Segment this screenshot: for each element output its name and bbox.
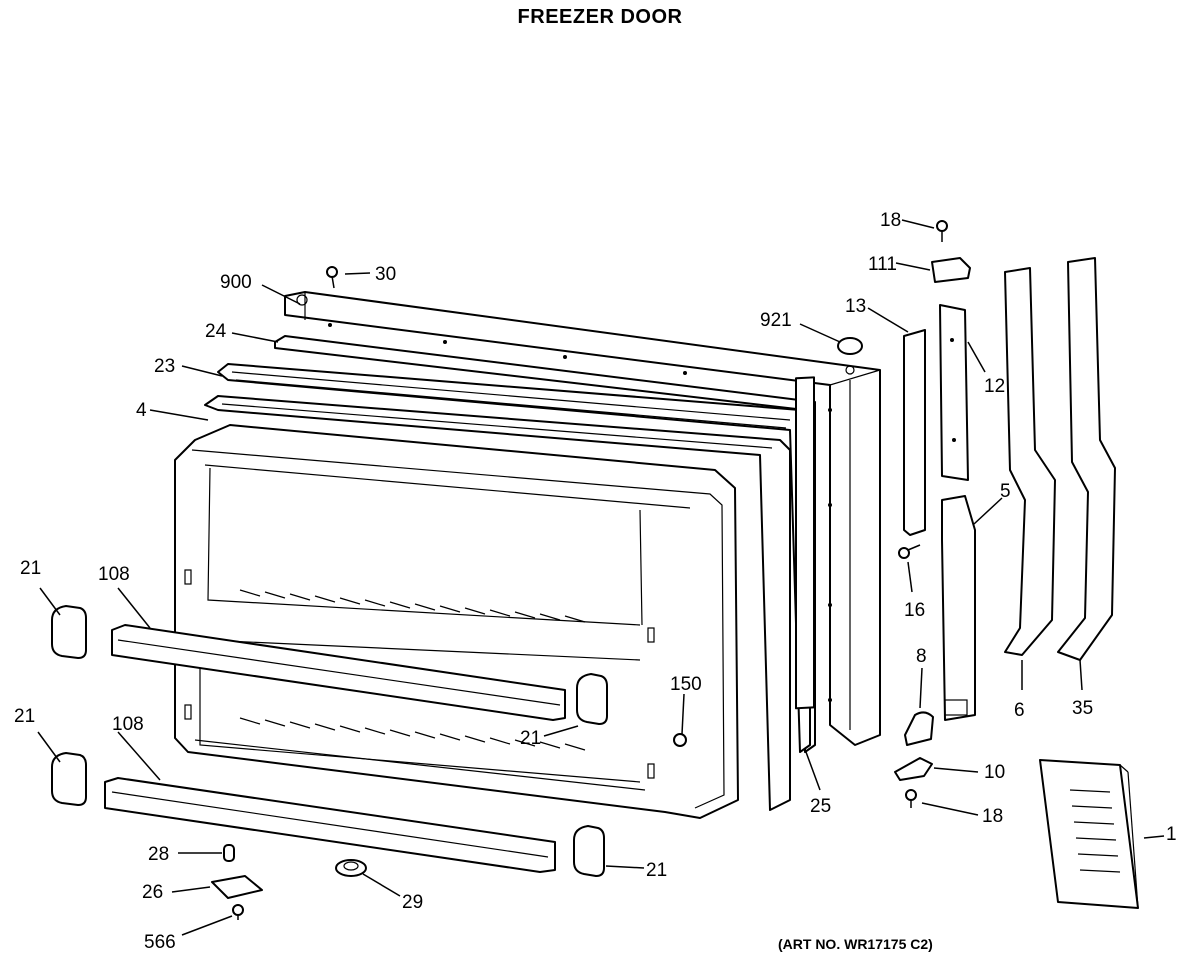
callout-900: 900 (220, 272, 252, 293)
callout-150: 150 (670, 674, 702, 695)
screw-566 (232, 904, 244, 920)
hinge-plate-26 (211, 875, 263, 899)
callout-labels: 18 111 30 900 921 13 12 24 23 4 5 21 108… (14, 210, 1177, 953)
hinge-cover-35 (1057, 257, 1116, 661)
callout-23: 23 (154, 356, 175, 377)
outer-door-panel (284, 291, 881, 746)
bracket-10 (894, 757, 933, 781)
callout-18-top: 18 (880, 210, 901, 231)
door-gasket (204, 335, 816, 811)
hinge-6 (1004, 267, 1056, 656)
screw-16 (898, 544, 921, 559)
callout-111: 111 (868, 254, 897, 275)
callout-21-middle: 21 (520, 728, 541, 749)
leader-lines (37, 219, 1165, 936)
callout-13: 13 (845, 296, 866, 317)
callout-24: 24 (205, 321, 227, 342)
callout-1: 1 (1166, 824, 1177, 845)
callout-6: 6 (1014, 700, 1025, 721)
diagram-title: FREEZER DOOR (517, 6, 683, 28)
callout-10: 10 (984, 762, 1005, 783)
shelf-bar-lower (104, 777, 556, 873)
door-liner (174, 424, 739, 819)
cap-111 (931, 257, 971, 283)
callout-25: 25 (810, 796, 831, 817)
art-number: (ART NO. WR17175 C2) (778, 936, 933, 952)
callout-566: 566 (144, 932, 176, 953)
clip-8 (904, 711, 934, 746)
callout-28: 28 (148, 844, 169, 865)
screw-18-top (936, 220, 948, 242)
callout-921: 921 (760, 310, 792, 331)
bracket-5 (941, 495, 976, 721)
callout-12: 12 (984, 376, 1005, 397)
shelf-bar-upper (111, 624, 566, 721)
handle-bracket-12 (939, 304, 969, 481)
grommet-29 (335, 859, 367, 877)
plug-921 (837, 337, 863, 355)
callout-18-bottom: 18 (982, 806, 1003, 827)
callout-108-upper: 108 (98, 564, 130, 585)
callout-29: 29 (402, 892, 423, 913)
callout-5: 5 (1000, 481, 1011, 502)
fitting-150 (673, 733, 687, 747)
screw-18-bottom (905, 789, 917, 808)
callout-30: 30 (375, 264, 396, 285)
manual-1 (1039, 759, 1139, 909)
callout-21-lower-left: 21 (14, 706, 35, 727)
callout-21-upper-left: 21 (20, 558, 41, 579)
callout-21-lower-right: 21 (646, 860, 667, 881)
callout-26: 26 (142, 882, 163, 903)
handle-trim-13 (903, 329, 926, 536)
callout-108-lower: 108 (112, 714, 144, 735)
callout-16: 16 (904, 600, 925, 621)
callout-4: 4 (136, 400, 147, 421)
callout-35: 35 (1072, 698, 1093, 719)
pin-28 (223, 844, 235, 862)
callout-8: 8 (916, 646, 927, 667)
shelf-end-caps (51, 605, 608, 877)
screw-30 (326, 266, 338, 289)
